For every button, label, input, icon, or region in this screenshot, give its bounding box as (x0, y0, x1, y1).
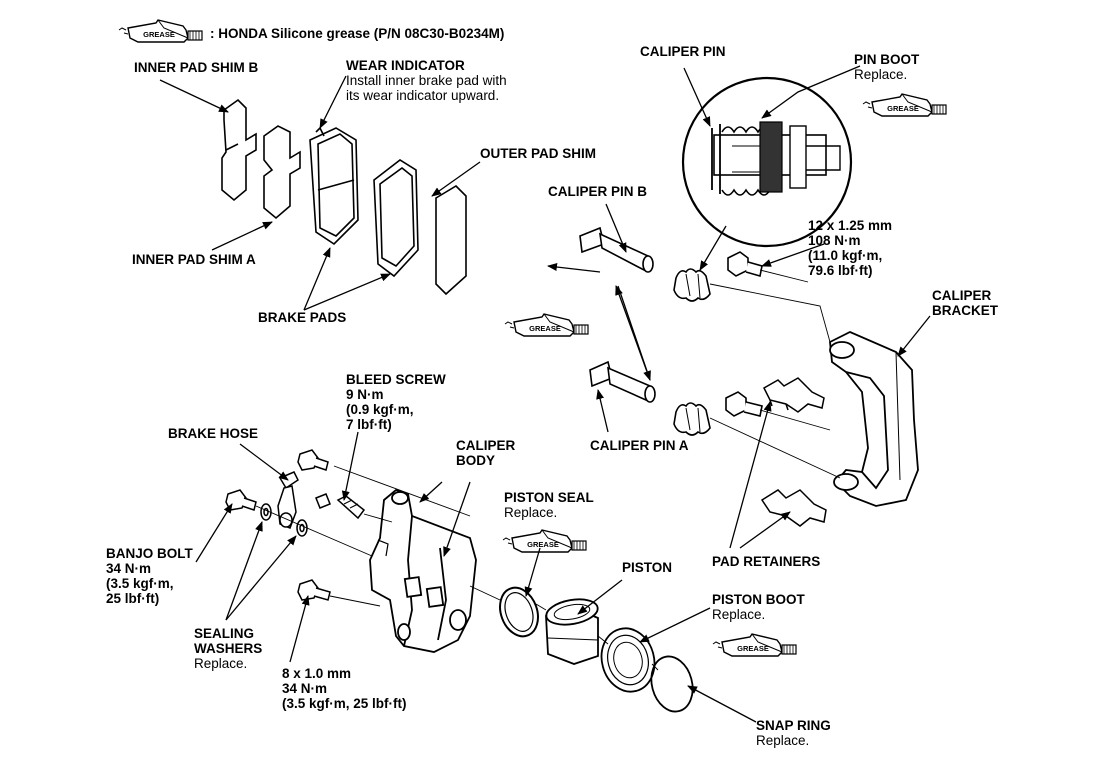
banjo-bolt-torque-kgfm: (3.5 kgf·m, (106, 576, 174, 591)
banjo-bolt-title: BANJO BOLT (106, 546, 193, 561)
label-inner-pad-shim-b: INNER PAD SHIM B (134, 60, 259, 75)
bleed-screw-torque-nm: 9 N·m (346, 387, 384, 402)
piston-part (545, 598, 599, 665)
label-bleed-screw: BLEED SCREW 9 N·m (0.9 kgf·m, 7 lbf·ft) (346, 372, 446, 432)
snap-ring-note: Replace. (756, 733, 810, 748)
pin-boot-note: Replace. (854, 67, 908, 82)
wear-indicator-line2: its wear indicator upward. (346, 88, 500, 103)
bolt-12mm-torque-kgfm: (11.0 kgf·m, (808, 248, 883, 263)
caliper-body-line2: BODY (456, 453, 496, 468)
label-sealing-washers: SEALING WASHERS Replace. (194, 626, 262, 671)
label-piston-seal: PISTON SEAL Replace. (504, 490, 594, 520)
label-brake-pads: BRAKE PADS (258, 310, 347, 325)
pad-retainer-lower (760, 489, 827, 527)
label-wear-indicator: WEAR INDICATOR Install inner brake pad w… (346, 58, 507, 103)
label-caliper-pin: CALIPER PIN (640, 44, 726, 59)
label-caliper-pin-b: CALIPER PIN B (548, 184, 648, 199)
bleed-screw-part (315, 493, 366, 520)
label-inner-pad-shim-a: INNER PAD SHIM A (132, 252, 256, 267)
label-snap-ring: SNAP RING Replace. (756, 718, 831, 748)
snap-ring-part (650, 655, 694, 713)
label-brake-hose: BRAKE HOSE (168, 426, 259, 441)
pin-boot-lower (673, 402, 711, 436)
label-bolt-12mm: 12 x 1.25 mm 108 N·m (11.0 kgf·m, 79.6 l… (808, 218, 892, 278)
wear-indicator-line1: Install inner brake pad with (346, 73, 507, 88)
piston-boot-note: Replace. (712, 607, 766, 622)
label-pin-boot: PIN BOOT Replace. (854, 52, 919, 82)
caliper-bracket-line2: BRACKET (932, 303, 998, 318)
caliper-bracket-line1: CALIPER (932, 288, 992, 303)
outer-brake-pad (373, 159, 419, 278)
detail-circle (681, 76, 853, 248)
pin-boot-upper (673, 268, 711, 302)
bracket-bolt-lower (725, 391, 763, 417)
grease-tube-piston-boot (712, 633, 797, 657)
label-piston-boot: PISTON BOOT Replace. (712, 592, 805, 622)
outer-pad-shim (435, 184, 467, 296)
bolt-8mm-torque-full: (3.5 kgf·m, 25 lbf·ft) (282, 696, 407, 711)
grease-tube-icon (118, 19, 203, 43)
inner-brake-pad (309, 126, 359, 246)
caliper-pin-a-part (589, 360, 656, 403)
sealing-washers-line1: SEALING (194, 626, 255, 641)
inner-pad-shim-a (263, 125, 301, 220)
label-bolt-8mm: 8 x 1.0 mm 34 N·m (3.5 kgf·m, 25 lbf·ft) (282, 666, 407, 711)
caliper-body-line1: CALIPER (456, 438, 516, 453)
bleed-screw-torque-kgfm: (0.9 kgf·m, (346, 402, 414, 417)
piston-seal-note: Replace. (504, 505, 558, 520)
bracket-bolt-upper (727, 251, 763, 278)
pad-retainer-upper (763, 377, 825, 413)
label-caliper-pin-a: CALIPER PIN A (590, 438, 689, 453)
alignment-lines (255, 269, 841, 671)
leader-arrows (159, 65, 931, 723)
label-piston: PISTON (622, 560, 673, 575)
piston-seal-part (499, 586, 539, 638)
bleed-screw-title: BLEED SCREW (346, 372, 446, 387)
grease-tube-pin-boot (862, 93, 947, 117)
pin-boot-title: PIN BOOT (854, 52, 920, 67)
grease-tube-caliper-pin (504, 313, 589, 337)
sealing-washer-2 (296, 519, 308, 537)
caliper-body-part (369, 488, 477, 653)
label-caliper-bracket: CALIPER BRACKET (932, 288, 998, 318)
banjo-bolt-torque-lbfft: 25 lbf·ft) (106, 591, 160, 606)
grease-tube-piston-seal (502, 529, 587, 553)
caliper-pin-b-part (579, 226, 654, 273)
bleed-screw-torque-lbfft: 7 lbf·ft) (346, 417, 392, 432)
bolt-8mm-torque-nm: 34 N·m (282, 681, 328, 696)
snap-ring-title: SNAP RING (756, 718, 831, 733)
label-pad-retainers: PAD RETAINERS (712, 554, 821, 569)
banjo-bolt-torque-nm: 34 N·m (106, 561, 152, 576)
caliper-bolt-upper (297, 449, 329, 471)
inner-pad-shim-b (221, 98, 257, 202)
grease-legend-text: : HONDA Silicone grease (P/N 08C30-B0234… (210, 26, 505, 41)
bolt-12mm-torque-nm: 108 N·m (808, 233, 861, 248)
caliper-bracket (829, 331, 919, 507)
piston-boot-title: PISTON BOOT (712, 592, 805, 607)
label-outer-pad-shim: OUTER PAD SHIM (480, 146, 597, 161)
wear-indicator-title: WEAR INDICATOR (346, 58, 465, 73)
bolt-12mm-torque-lbfft: 79.6 lbf·ft) (808, 263, 873, 278)
sealing-washers-line2: WASHERS (194, 641, 263, 656)
sealing-washer-1 (260, 503, 272, 521)
piston-seal-title: PISTON SEAL (504, 490, 594, 505)
piston-boot-part (600, 627, 656, 693)
label-banjo-bolt: BANJO BOLT 34 N·m (3.5 kgf·m, 25 lbf·ft) (106, 546, 193, 606)
bolt-8mm-size: 8 x 1.0 mm (282, 666, 352, 681)
bolt-12mm-size: 12 x 1.25 mm (808, 218, 893, 233)
caliper-bolt-lower (297, 579, 331, 601)
sealing-washers-note: Replace. (194, 656, 248, 671)
label-caliper-body: CALIPER BODY (456, 438, 515, 468)
